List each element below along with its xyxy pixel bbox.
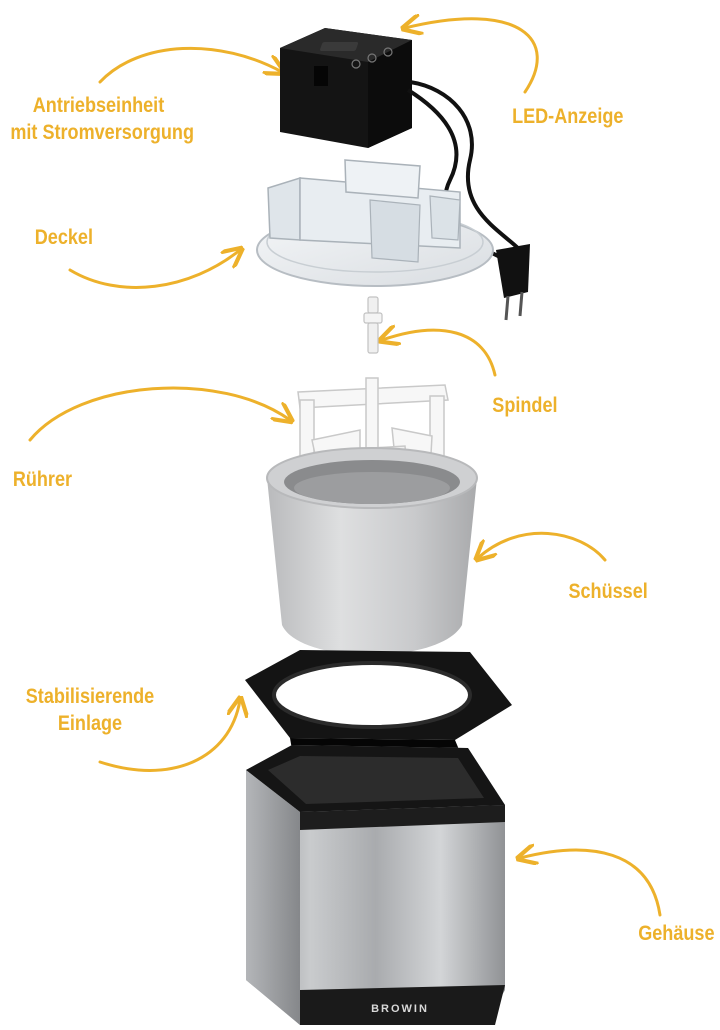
label-housing: Gehäuse — [638, 920, 714, 947]
arrow-lid — [70, 250, 240, 287]
label-stabilizing-insert: Stabilisierende Einlage — [13, 683, 168, 737]
stabilizing-insert — [245, 650, 512, 752]
label-led-display: LED-Anzeige — [512, 103, 623, 130]
label-bowl: Schüssel — [568, 578, 647, 605]
arrow-housing — [520, 850, 660, 915]
bowl — [267, 448, 477, 655]
label-drive-unit: Antriebseinheit mit Stromversorgung — [10, 92, 186, 146]
spindle — [364, 297, 382, 353]
arrow-bowl — [478, 533, 605, 560]
label-lid: Deckel — [35, 224, 93, 251]
lid — [257, 160, 493, 286]
drive-unit — [280, 28, 412, 148]
arrow-stirrer — [30, 388, 290, 440]
arrow-spindle — [382, 330, 495, 375]
label-stirrer: Rührer — [13, 466, 72, 493]
label-spindle: Spindel — [492, 392, 557, 419]
arrow-led-display — [405, 19, 537, 92]
housing: BROWIN — [246, 745, 505, 1025]
arrow-drive-unit — [100, 48, 282, 82]
brand-logo: BROWIN — [371, 1003, 429, 1015]
